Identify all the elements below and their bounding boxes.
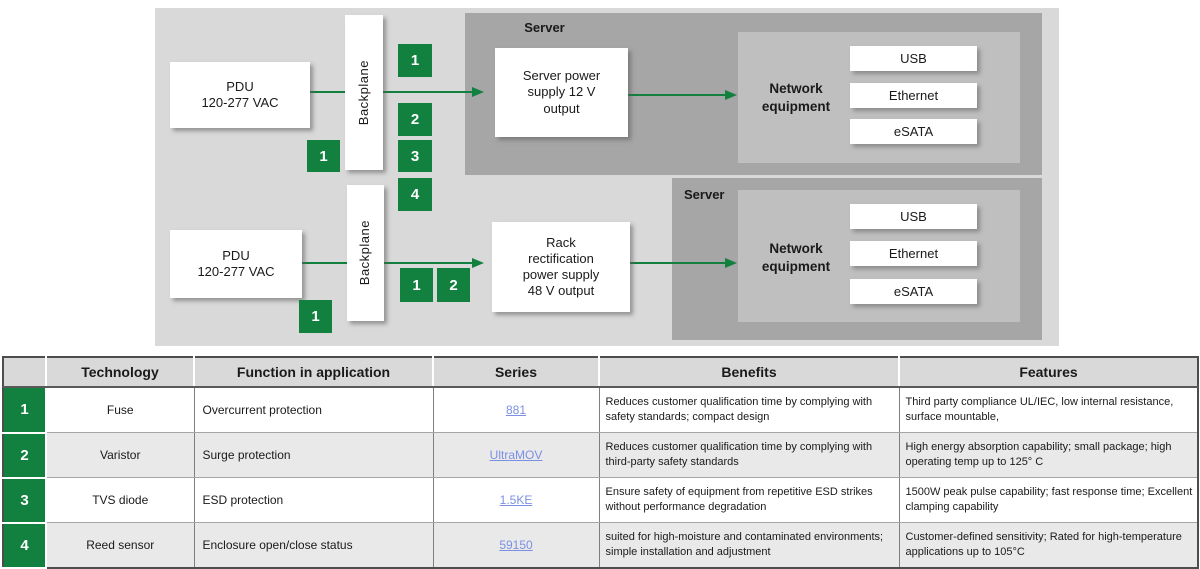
power-flow-line-bottom-2 <box>630 262 725 264</box>
arrowhead-icon <box>472 258 484 268</box>
function-cell: Surge protection <box>194 432 434 478</box>
technology-cell: Reed sensor <box>46 522 195 568</box>
row-number-badge: 3 <box>3 476 47 524</box>
port-ethernet-bottom: Ethernet <box>850 241 977 266</box>
psu-label-line2: supply 12 V <box>527 84 596 100</box>
server-title-bottom: Server <box>684 187 725 202</box>
port-ethernet-top: Ethernet <box>850 83 977 108</box>
header-benefits: Benefits <box>599 357 900 388</box>
benefits-cell: suited for high-moisture and contaminate… <box>599 522 900 568</box>
pdu-label-line2: 120-277 VAC <box>197 264 275 279</box>
marker-badge-1: 1 <box>299 300 332 333</box>
network-equipment-label-bottom: Network equipment <box>742 240 850 275</box>
network-equipment-label-top: Network equipment <box>742 80 850 115</box>
function-cell: ESD protection <box>194 477 434 523</box>
backplane-box-top: Backplane <box>345 15 383 170</box>
server-title-top: Server <box>524 20 565 35</box>
row-number-badge: 1 <box>3 386 47 434</box>
psu-label-line3: output <box>543 100 580 116</box>
row-number-badge: 2 <box>3 431 47 479</box>
arrowhead-icon <box>725 258 737 268</box>
backplane-label: Backplane <box>357 220 373 286</box>
pdu-label-line1: PDU <box>222 247 250 263</box>
header-function: Function in application <box>194 357 434 388</box>
function-cell: Enclosure open/close status <box>194 522 434 568</box>
pdu-box-bottom: PDU 120-277 VAC <box>170 230 302 298</box>
spec-table-wrapper: Technology Function in application Serie… <box>2 356 1199 569</box>
marker-badge-1: 1 <box>398 44 432 77</box>
header-number <box>3 357 47 388</box>
table-row: 3 TVS diode ESD protection 1.5KE Ensure … <box>3 476 1198 524</box>
table-row: 4 Reed sensor Enclosure open/close statu… <box>3 521 1198 569</box>
technology-cell: Fuse <box>46 387 195 433</box>
features-cell: High energy absorption capability; small… <box>899 432 1198 478</box>
pdu-label-line1: PDU <box>226 78 254 94</box>
port-usb-bottom: USB <box>850 204 977 229</box>
series-cell: 59150 <box>433 522 600 568</box>
benefits-cell: Reduces customer qualification time by c… <box>599 432 900 478</box>
psu-label-line1: Server power <box>522 68 601 84</box>
header-features: Features <box>899 357 1198 388</box>
port-esata-top: eSATA <box>850 119 977 144</box>
series-link[interactable]: 59150 <box>499 538 533 552</box>
port-usb-top: USB <box>850 46 977 71</box>
technology-cell: TVS diode <box>46 477 195 523</box>
power-flow-line-top-1 <box>310 91 472 93</box>
series-cell: 1.5KE <box>433 477 600 523</box>
header-series: Series <box>433 357 600 388</box>
power-flow-line-bottom-1 <box>302 262 472 264</box>
series-cell: 881 <box>433 387 600 433</box>
arrowhead-icon <box>725 90 737 100</box>
server-psu-box: Server power supply 12 V output <box>495 48 628 137</box>
features-cell: Customer-defined sensitivity; Rated for … <box>899 522 1198 568</box>
pdu-label-line2: 120-277 VAC <box>201 95 279 110</box>
marker-badge-4: 4 <box>398 178 432 211</box>
power-flow-line-top-2 <box>628 94 725 96</box>
psu-label-line2: rectification <box>528 250 594 266</box>
rack-psu-box: Rack rectification power supply 48 V out… <box>492 222 630 312</box>
benefits-cell: Ensure safety of equipment from repetiti… <box>599 477 900 523</box>
psu-label-line1: Rack <box>546 234 576 250</box>
series-link[interactable]: 1.5KE <box>499 493 533 507</box>
table-row: 1 Fuse Overcurrent protection 881 Reduce… <box>3 386 1198 434</box>
arrowhead-icon <box>472 87 484 97</box>
backplane-label: Backplane <box>355 59 371 126</box>
table-row: 2 Varistor Surge protection UltraMOV Red… <box>3 431 1198 479</box>
backplane-box-bottom: Backplane <box>347 185 384 321</box>
network-label-line1: Network <box>769 81 823 96</box>
marker-badge-1: 1 <box>307 140 340 172</box>
psu-label-line3: power supply <box>522 267 600 282</box>
marker-badge-2: 2 <box>437 268 470 302</box>
network-label-line2: equipment <box>761 258 831 274</box>
table-header-row: Technology Function in application Serie… <box>3 357 1198 388</box>
network-label-line1: Network <box>769 241 823 256</box>
series-link[interactable]: UltraMOV <box>489 448 543 462</box>
series-cell: UltraMOV <box>433 432 600 478</box>
marker-badge-2: 2 <box>398 103 432 136</box>
row-number-badge: 4 <box>3 521 47 569</box>
marker-badge-1: 1 <box>400 268 433 302</box>
marker-badge-3: 3 <box>398 140 432 172</box>
function-cell: Overcurrent protection <box>194 387 434 433</box>
features-cell: Third party compliance UL/IEC, low inter… <box>899 387 1198 433</box>
header-technology: Technology <box>46 357 195 388</box>
psu-label-line4: 48 V output <box>527 283 595 299</box>
technology-cell: Varistor <box>46 432 195 478</box>
pdu-box-top: PDU 120-277 VAC <box>170 62 310 128</box>
benefits-cell: Reduces customer qualification time by c… <box>599 387 900 433</box>
network-label-line2: equipment <box>761 98 831 114</box>
port-esata-bottom: eSATA <box>850 279 977 304</box>
features-cell: 1500W peak pulse capability; fast respon… <box>899 477 1198 523</box>
series-link[interactable]: 881 <box>505 403 527 417</box>
spec-table: Technology Function in application Serie… <box>2 356 1199 569</box>
